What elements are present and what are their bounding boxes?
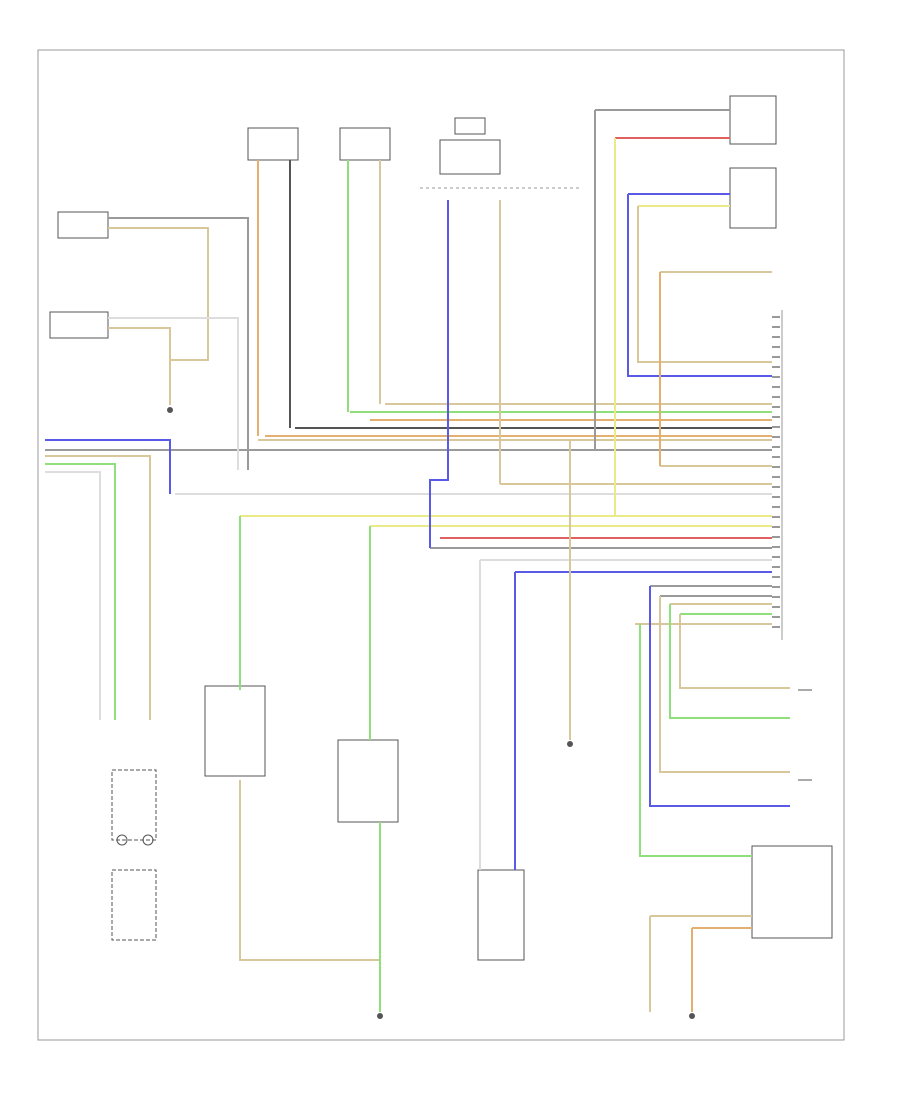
passenger-airbag-off-indicator [594,95,777,516]
right-seat-belt-pretensioner [247,127,299,436]
ground-junction [567,440,573,747]
bus-wires [45,403,772,625]
passenger-seat-belt-switch [639,624,833,1019]
passenger-seat-position-sensor [49,311,239,470]
occupant-detection-module [420,117,580,548]
left-front-impact-sensor [204,516,380,961]
left-seat-belt-module [111,769,157,941]
passenger-occupant-sensor [477,560,525,961]
airbag-control-module-connector [772,310,783,640]
seat-belt-switch [627,167,777,377]
right-front-impact-sensor [337,526,399,1019]
front-right-side-sensor [649,586,812,807]
diagram-border [37,49,845,1041]
data-link-connector [659,271,772,466]
driver-seat-position-sensor [57,211,249,470]
left-bus-wires [45,439,171,720]
rear-right-side-sensor [669,604,812,719]
left-seat-belt-pretensioner [339,127,391,412]
